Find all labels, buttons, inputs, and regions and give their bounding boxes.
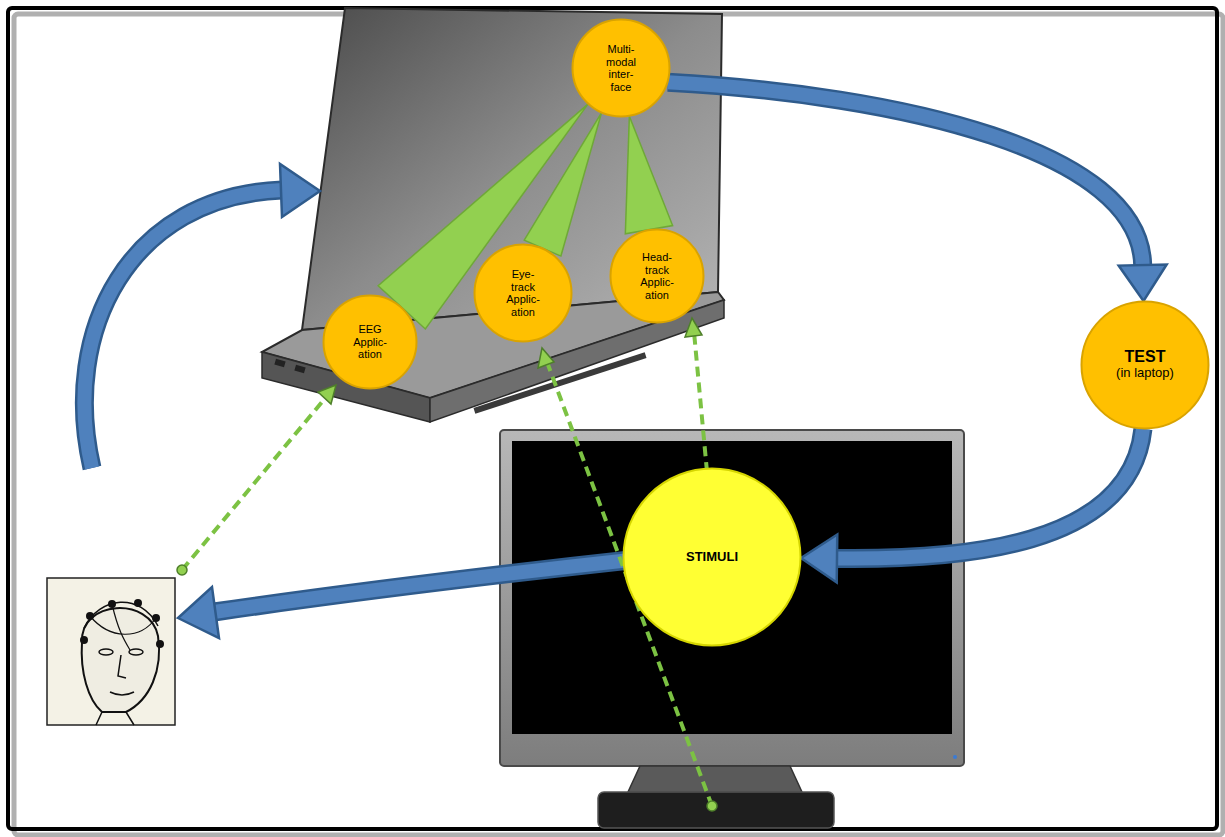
laptop-illustration [262,8,724,422]
merge-triangle [524,113,601,256]
merge-triangle [625,116,672,233]
laptop-illustration-part [274,359,285,368]
text-holder: Head- track Applic- ation [634,251,680,302]
laptop-illustration-part [430,300,724,422]
eeg-head-picture-part [156,640,164,648]
eeg-head-picture-part [84,602,158,628]
eeg-head-picture-part [99,649,113,655]
sensor-line-eye-part [707,801,717,811]
process-circle: Eye- track Applic- ation [473,243,573,343]
eeg-head-picture-part [129,649,143,655]
eeg-head-picture-part [134,599,142,607]
node-title: Eye- track Applic- ation [500,268,546,319]
process-circle: STIMULI [622,467,802,647]
arrow-head [1119,264,1167,301]
monitor-illustration-part [953,755,957,759]
node-title: STIMULI [652,550,772,565]
monitor-illustration-part [512,441,952,734]
feedback-arrow-part [84,190,282,468]
stimulus-arrow [178,560,630,638]
feedback-arrow-part [84,190,282,468]
sensor-line-eeg-part [318,385,336,404]
laptop-illustration-part [294,365,305,374]
stimulus-arrow-part [214,560,630,612]
monitor-illustration [500,430,964,828]
circle-shape [1082,302,1209,429]
circle-shape [624,469,801,646]
sensor-line-webcam-part [685,318,702,337]
eeg-head-picture [47,578,175,725]
feedback-arrow [84,164,320,468]
circle-shape [324,296,417,389]
eeg-head-picture-part [80,636,88,644]
arrow-body [837,429,1143,559]
node-title: TEST [1095,348,1195,366]
circle-shape [611,230,704,323]
text-holder: Eye- track Applic- ation [500,268,546,319]
sensor-line-eeg-part [182,396,327,570]
node-title: EEG Applic- ation [347,323,393,361]
text-holder: TEST(in laptop) [1095,348,1195,381]
text-holder: EEG Applic- ation [347,323,393,361]
stimulus-arrow-part [214,560,630,612]
sensor-line-eye-part [538,348,554,368]
merge-arrow [625,116,672,233]
merge-arrow [524,113,601,256]
frame [8,8,1217,829]
eeg-head-picture-part [47,578,175,725]
eeg-head-picture-part [108,600,116,608]
process-circle: Head- track Applic- ation [609,228,705,324]
node-subtitle: (in laptop) [1095,367,1195,382]
eeg-head-picture-part [110,692,134,695]
eeg-head-picture-part [86,612,94,620]
node-title: Head- track Applic- ation [634,251,680,302]
node-title: Multi- modal inter- face [598,43,644,94]
eeg-head-picture-part [96,712,134,725]
eeg-head-picture-part [90,616,156,634]
text-holder: Multi- modal inter- face [598,43,644,94]
laptop-illustration-part [302,8,722,330]
eeg-head-picture-part [118,655,126,678]
sensor-line-eeg-part [177,565,187,575]
arrow-outline [668,82,1143,265]
sensor-line-eeg [177,385,336,575]
process-circle: EEG Applic- ation [322,294,418,390]
eeg-head-picture-part [112,604,130,650]
arrow-body [668,82,1143,265]
circle-shape [573,20,670,117]
process-circle: TEST(in laptop) [1080,300,1210,430]
monitor-illustration-part [500,430,964,766]
circle-shape [475,245,572,342]
flow-arrow [668,82,1167,301]
monitor-illustration-part [628,766,802,792]
feedback-arrow-part [280,164,320,217]
eeg-head-picture-part [152,614,160,622]
arrow-head [801,535,837,583]
monitor-illustration-part [598,792,834,828]
laptop-illustration-part [473,352,646,413]
process-circle: Multi- modal inter- face [571,18,671,118]
flow-arrow [801,429,1143,583]
arrow-outline [837,429,1143,559]
stimulus-arrow-part [178,587,219,638]
eeg-head-picture-part [82,608,159,712]
text-holder: STIMULI [652,550,772,565]
